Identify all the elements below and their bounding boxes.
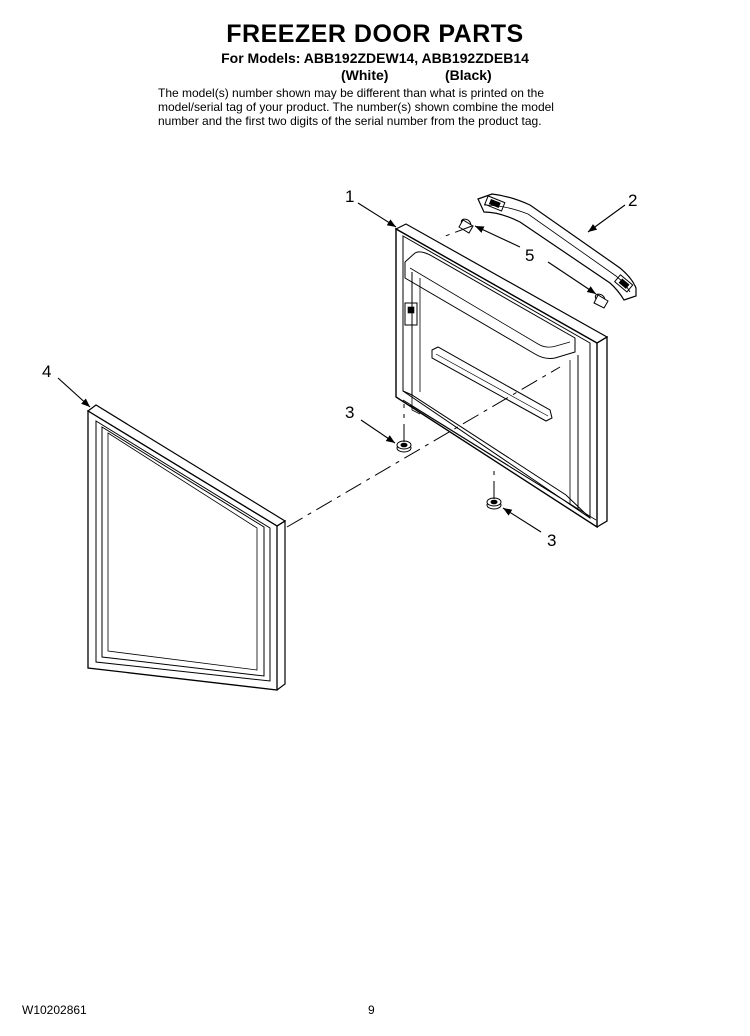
document-number: W10202861 [22,1003,87,1017]
callout-bumper: 3 [547,531,556,550]
door-bumper [396,440,502,510]
freezer-door [394,223,609,529]
note-line: number and the first two digits of the s… [158,114,542,128]
model-numbers: For Models: ABB192ZDEW14, ABB192ZDEB14 [221,50,529,66]
callout-gasket: 4 [42,362,51,381]
page-number: 9 [368,1003,375,1017]
callout-handle: 2 [628,191,637,210]
callout-door: 1 [345,187,354,206]
note-line: model/serial tag of your product. The nu… [158,100,554,114]
callout-leaders [57,202,626,533]
door-gasket [86,404,287,691]
callout-bumper: 3 [345,403,354,422]
page-title: FREEZER DOOR PARTS [226,20,524,48]
handle-screw [458,218,609,309]
color-white-label: (White) [341,67,389,83]
door-handle [477,193,637,301]
model-colors: (White) (Black) [341,67,492,83]
model-note: The model(s) number shown may be differe… [158,86,618,128]
note-line: The model(s) number shown may be differe… [158,86,544,100]
callout-screw: 5 [525,246,534,265]
color-black-label: (Black) [445,67,492,83]
alignment-lines [286,225,561,528]
